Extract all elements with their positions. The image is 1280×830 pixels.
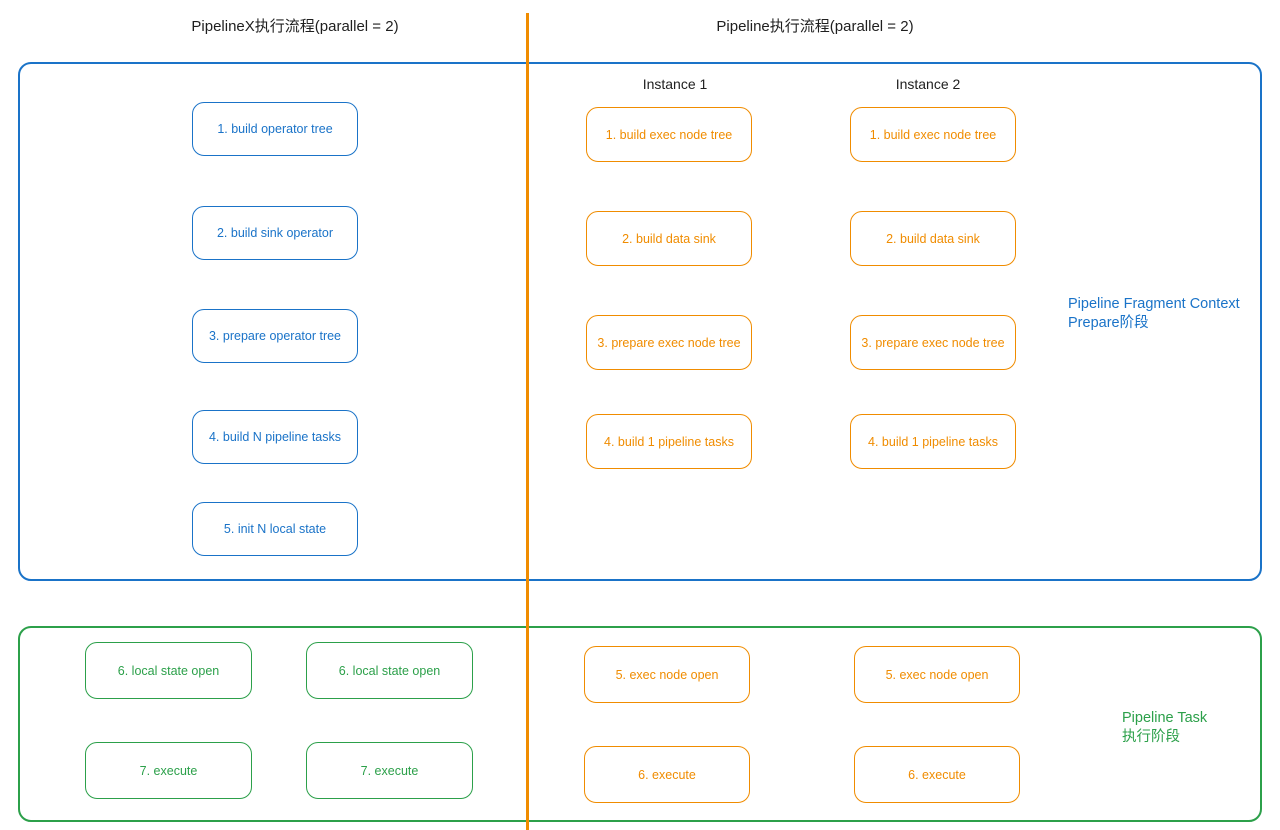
node-instance2-task-2[interactable]: 6. execute: [854, 746, 1020, 803]
node-pipelinex-task-col2-2[interactable]: 7. execute: [306, 742, 473, 799]
vertical-divider: [526, 13, 529, 830]
node-instance2-prepare-3[interactable]: 3. prepare exec node tree: [850, 315, 1016, 370]
instance-2-title: Instance 2: [895, 76, 961, 92]
node-instance1-task-2[interactable]: 6. execute: [584, 746, 750, 803]
task-stage-label: Pipeline Task 执行阶段: [1122, 710, 1208, 745]
node-instance1-prepare-4[interactable]: 4. build 1 pipeline tasks: [586, 414, 752, 469]
node-pipelinex-task-col2-1[interactable]: 6. local state open: [306, 642, 473, 699]
node-pipelinex-prepare-4[interactable]: 4. build N pipeline tasks: [192, 410, 358, 464]
prepare-stage-label: Pipeline Fragment Context Prepare阶段: [1068, 296, 1240, 331]
node-pipelinex-prepare-3[interactable]: 3. prepare operator tree: [192, 309, 358, 363]
node-instance1-prepare-3[interactable]: 3. prepare exec node tree: [586, 315, 752, 370]
pipeline-flow-title: Pipeline执行流程(parallel = 2): [716, 18, 914, 35]
node-instance2-prepare-4[interactable]: 4. build 1 pipeline tasks: [850, 414, 1016, 469]
node-pipelinex-task-col1-1[interactable]: 6. local state open: [85, 642, 252, 699]
node-instance2-prepare-1[interactable]: 1. build exec node tree: [850, 107, 1016, 162]
node-pipelinex-prepare-5[interactable]: 5. init N local state: [192, 502, 358, 556]
node-instance1-prepare-1[interactable]: 1. build exec node tree: [586, 107, 752, 162]
node-pipelinex-prepare-2[interactable]: 2. build sink operator: [192, 206, 358, 260]
node-instance1-task-1[interactable]: 5. exec node open: [584, 646, 750, 703]
prepare-stage-container: [18, 62, 1262, 581]
node-instance2-prepare-2[interactable]: 2. build data sink: [850, 211, 1016, 266]
pipelinex-flow-title: PipelineX执行流程(parallel = 2): [191, 18, 399, 35]
instance-1-title: Instance 1: [642, 76, 708, 92]
node-instance1-prepare-2[interactable]: 2. build data sink: [586, 211, 752, 266]
node-pipelinex-task-col1-2[interactable]: 7. execute: [85, 742, 252, 799]
node-instance2-task-1[interactable]: 5. exec node open: [854, 646, 1020, 703]
task-stage-container: [18, 626, 1262, 822]
node-pipelinex-prepare-1[interactable]: 1. build operator tree: [192, 102, 358, 156]
